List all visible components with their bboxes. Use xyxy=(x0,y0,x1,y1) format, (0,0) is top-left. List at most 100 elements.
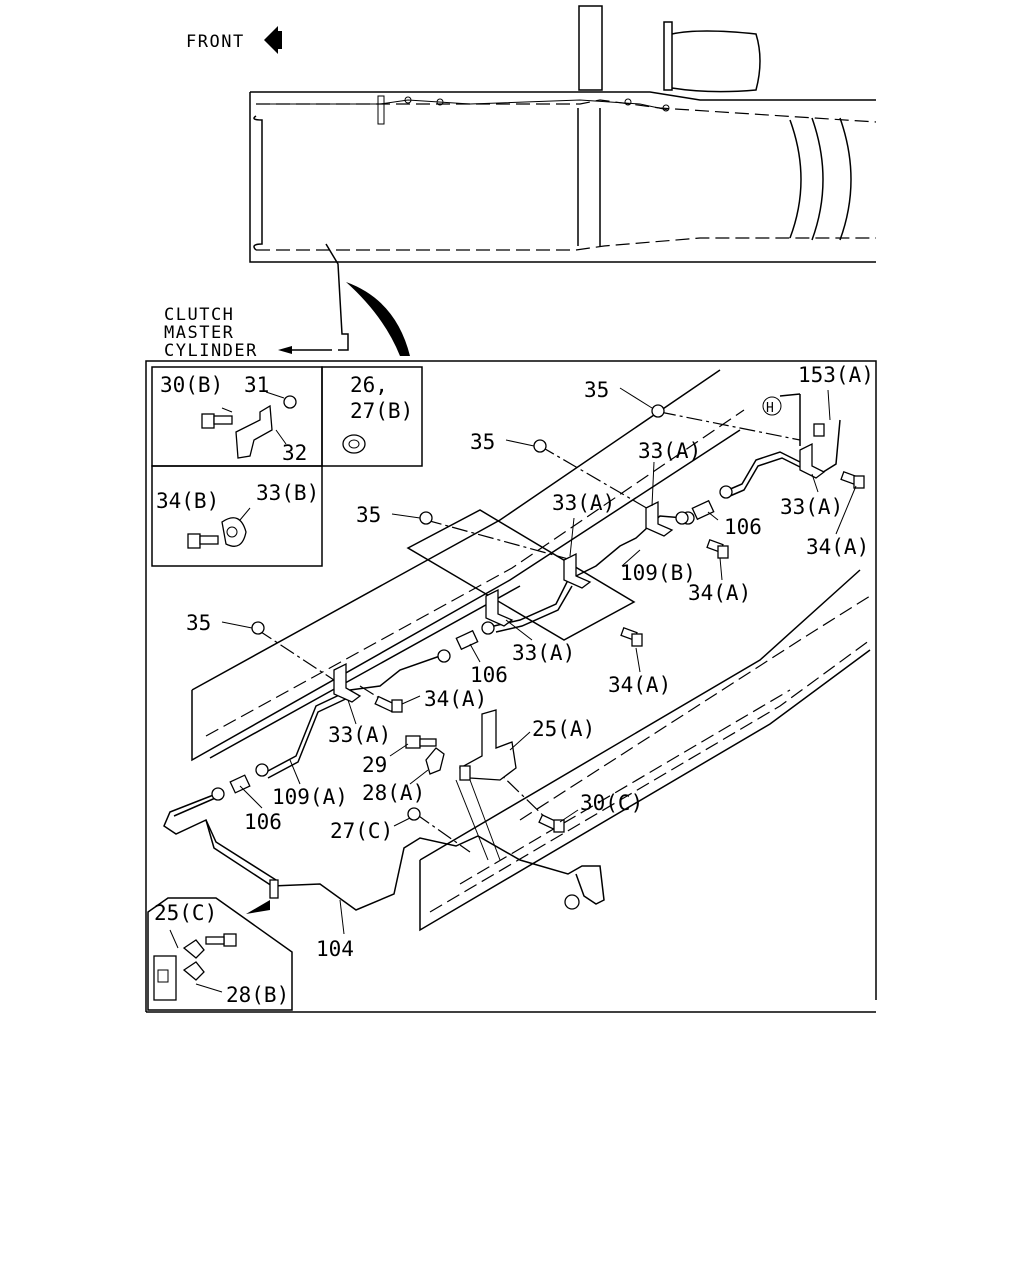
upper-rail xyxy=(191,369,741,762)
callout-labels: 35 35 35 35 153(A) 33(A) 33(A) 33(A) 33(… xyxy=(186,363,874,961)
brake-pipe-upper-right xyxy=(727,419,841,491)
bolt-icon xyxy=(187,533,219,549)
frame-crossmember-rear xyxy=(789,117,852,241)
front-arrow-icon xyxy=(264,26,282,54)
callout-153a: 153(A) xyxy=(798,363,874,387)
callout-33a: 33(A) xyxy=(512,641,575,665)
detail-frame xyxy=(145,360,877,1013)
pipe-end-nut-icon xyxy=(255,763,269,777)
bolt-29 xyxy=(405,735,437,749)
callout-25a: 25(A) xyxy=(532,717,595,741)
frame-crossmember-mid xyxy=(577,108,601,246)
callout-33a: 33(A) xyxy=(552,491,615,515)
union-icon xyxy=(813,423,825,437)
gusset-plate xyxy=(406,509,636,641)
label-30b: 30(B) xyxy=(160,373,223,397)
bracket-icon xyxy=(235,404,273,459)
bolt-icon xyxy=(201,413,233,429)
callout-35: 35 xyxy=(186,611,211,635)
callout-33a: 33(A) xyxy=(780,495,843,519)
label-33b: 33(B) xyxy=(256,481,319,505)
lower-rail xyxy=(419,569,871,932)
h-leader xyxy=(779,393,801,446)
h-marker xyxy=(762,396,782,416)
bolt-icon xyxy=(205,933,237,947)
nut-icon xyxy=(283,395,297,409)
inset-box-25c-28b: 25(C) 28(B) xyxy=(147,897,293,1011)
callout-34a: 34(A) xyxy=(424,687,487,711)
callout-34a: 34(A) xyxy=(688,581,751,605)
union-106-1 xyxy=(229,774,251,794)
union-106-3 xyxy=(675,499,715,525)
callout-33a: 33(A) xyxy=(638,439,701,463)
detail-border xyxy=(145,360,877,1012)
label-25c: 25(C) xyxy=(154,901,217,925)
callout-leaders xyxy=(221,387,857,935)
frame-rail-lower xyxy=(256,237,876,251)
clamp-icon xyxy=(221,517,247,547)
front-label: FRONT xyxy=(186,32,245,52)
union-106-2 xyxy=(455,621,495,651)
clamp-33a-2 xyxy=(485,588,514,627)
bolt-34a-1 xyxy=(374,695,403,713)
label-32: 32 xyxy=(282,441,307,465)
pipe-end-nut-icon xyxy=(719,485,733,499)
vertical-post xyxy=(578,5,603,91)
nut-27c-icon xyxy=(407,807,421,821)
inset-box-30b-31-32: 30(B) 31 32 xyxy=(151,366,323,467)
upper-rail-hidden xyxy=(205,409,745,737)
inset-box-34b-33b: 34(B) 33(B) xyxy=(151,465,323,567)
clip-28a xyxy=(425,747,445,775)
pipe-end-nut-icon xyxy=(564,894,580,910)
label-34b: 34(B) xyxy=(156,489,219,513)
nut-35-icon xyxy=(419,511,433,525)
nut-icon xyxy=(342,434,366,454)
nut-35-icon xyxy=(251,621,265,635)
clamp-33a-4 xyxy=(645,500,674,537)
frame-outline xyxy=(249,91,876,263)
frame-clip xyxy=(377,95,385,125)
clip-icon xyxy=(182,939,205,981)
chassis-overview: FRONT CLUTCH MASTER CYLINDER xyxy=(164,5,877,361)
callout-34a: 34(A) xyxy=(806,535,869,559)
clutch-label-3: CYLINDER xyxy=(164,341,258,361)
clamp-33a-3 xyxy=(563,552,592,589)
bolt-34a-2 xyxy=(620,627,643,647)
callout-34a: 34(A) xyxy=(608,673,671,697)
label-27b: 27(B) xyxy=(350,399,413,423)
detail-pointer-icon xyxy=(246,900,270,914)
detail-arrow-icon xyxy=(346,282,410,356)
arrow-head-icon xyxy=(278,346,292,354)
callout-104: 104 xyxy=(316,937,354,961)
clutch-label-1: CLUTCH xyxy=(164,305,234,325)
pipe-end-nut-icon xyxy=(211,787,225,801)
frame-rails xyxy=(191,369,871,932)
callout-35: 35 xyxy=(356,503,381,527)
brake-pipe-104 xyxy=(163,793,605,911)
label-31: 31 xyxy=(244,373,269,397)
clutch-pipe xyxy=(325,243,349,351)
callout-27c: 27(C) xyxy=(330,819,393,843)
clamp-33a-1 xyxy=(333,662,362,703)
bracket-25a xyxy=(458,709,517,781)
bolt-30c xyxy=(538,814,565,833)
clutch-label-2: MASTER xyxy=(164,323,234,343)
callout-28a: 28(A) xyxy=(362,781,425,805)
nut-35-icon xyxy=(651,404,665,418)
callout-109a: 109(A) xyxy=(272,785,348,809)
brake-pipe-route-top xyxy=(262,99,669,111)
fuel-tank-outline xyxy=(663,21,761,93)
lower-rail-hidden xyxy=(429,639,871,913)
nut-35-icon xyxy=(533,439,547,453)
frame-rail-front-inner xyxy=(253,115,263,251)
callout-106: 106 xyxy=(244,810,282,834)
clamp-33a-5 xyxy=(799,442,826,479)
inset-box-26-27b: 26, 27(B) xyxy=(321,366,423,467)
h-marker-label: H xyxy=(766,401,774,416)
bolt-34a-3 xyxy=(706,539,729,559)
frame-rail-upper xyxy=(256,99,877,123)
callout-106: 106 xyxy=(724,515,762,539)
callout-109b: 109(B) xyxy=(620,561,696,585)
lower-rail-hidden-2 xyxy=(459,595,871,885)
